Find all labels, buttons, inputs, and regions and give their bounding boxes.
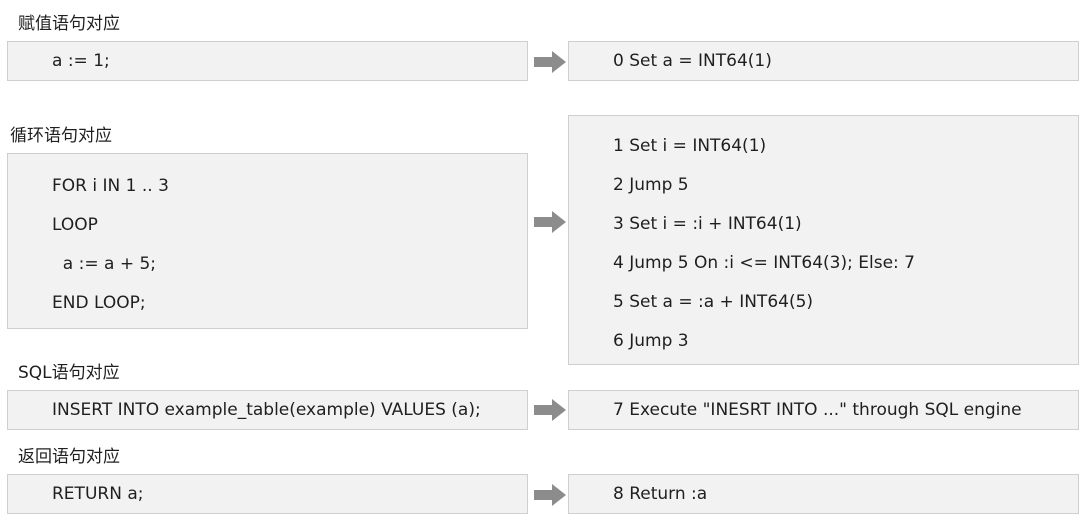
section-label-assignment: 赋值语句对应 [18, 14, 120, 34]
target-line: 4 Jump 5 On :i <= INT64(3); Else: 7 [613, 253, 915, 273]
target-box-assignment: 0 Set a = INT64(1) [568, 41, 1079, 81]
target-line: 2 Jump 5 [613, 175, 689, 195]
target-box-return: 8 Return :a [568, 474, 1079, 514]
source-line: a := a + 5; [52, 254, 157, 274]
right-arrow-icon [534, 399, 566, 421]
target-box-loop: 1 Set i = INT64(1) 2 Jump 5 3 Set i = :i… [568, 115, 1079, 365]
target-line: 8 Return :a [613, 484, 708, 504]
section-label-sql: SQL语句对应 [18, 363, 120, 383]
source-line: END LOOP; [52, 293, 146, 313]
source-line: a := 1; [52, 51, 110, 71]
source-line: RETURN a; [52, 484, 144, 504]
right-arrow-icon [534, 484, 566, 506]
right-arrow-icon [534, 211, 566, 233]
target-line: 0 Set a = INT64(1) [613, 51, 772, 71]
section-label-return: 返回语句对应 [18, 447, 120, 467]
target-box-sql: 7 Execute "INESRT INTO ..." through SQL … [568, 390, 1079, 430]
source-box-return: RETURN a; [7, 474, 528, 514]
source-line: LOOP [52, 215, 98, 235]
source-line: FOR i IN 1 .. 3 [52, 176, 169, 196]
source-line: INSERT INTO example_table(example) VALUE… [52, 400, 481, 420]
right-arrow-icon [534, 51, 566, 73]
source-box-sql: INSERT INTO example_table(example) VALUE… [7, 390, 528, 430]
source-box-assignment: a := 1; [7, 41, 528, 81]
source-box-loop: FOR i IN 1 .. 3 LOOP a := a + 5; END LOO… [7, 153, 528, 329]
target-line: 1 Set i = INT64(1) [613, 136, 767, 156]
section-label-loop: 循环语句对应 [10, 126, 112, 146]
target-line: 5 Set a = :a + INT64(5) [613, 292, 814, 312]
target-line: 3 Set i = :i + INT64(1) [613, 214, 802, 234]
target-line: 7 Execute "INESRT INTO ..." through SQL … [613, 400, 1022, 420]
target-line: 6 Jump 3 [613, 331, 689, 351]
